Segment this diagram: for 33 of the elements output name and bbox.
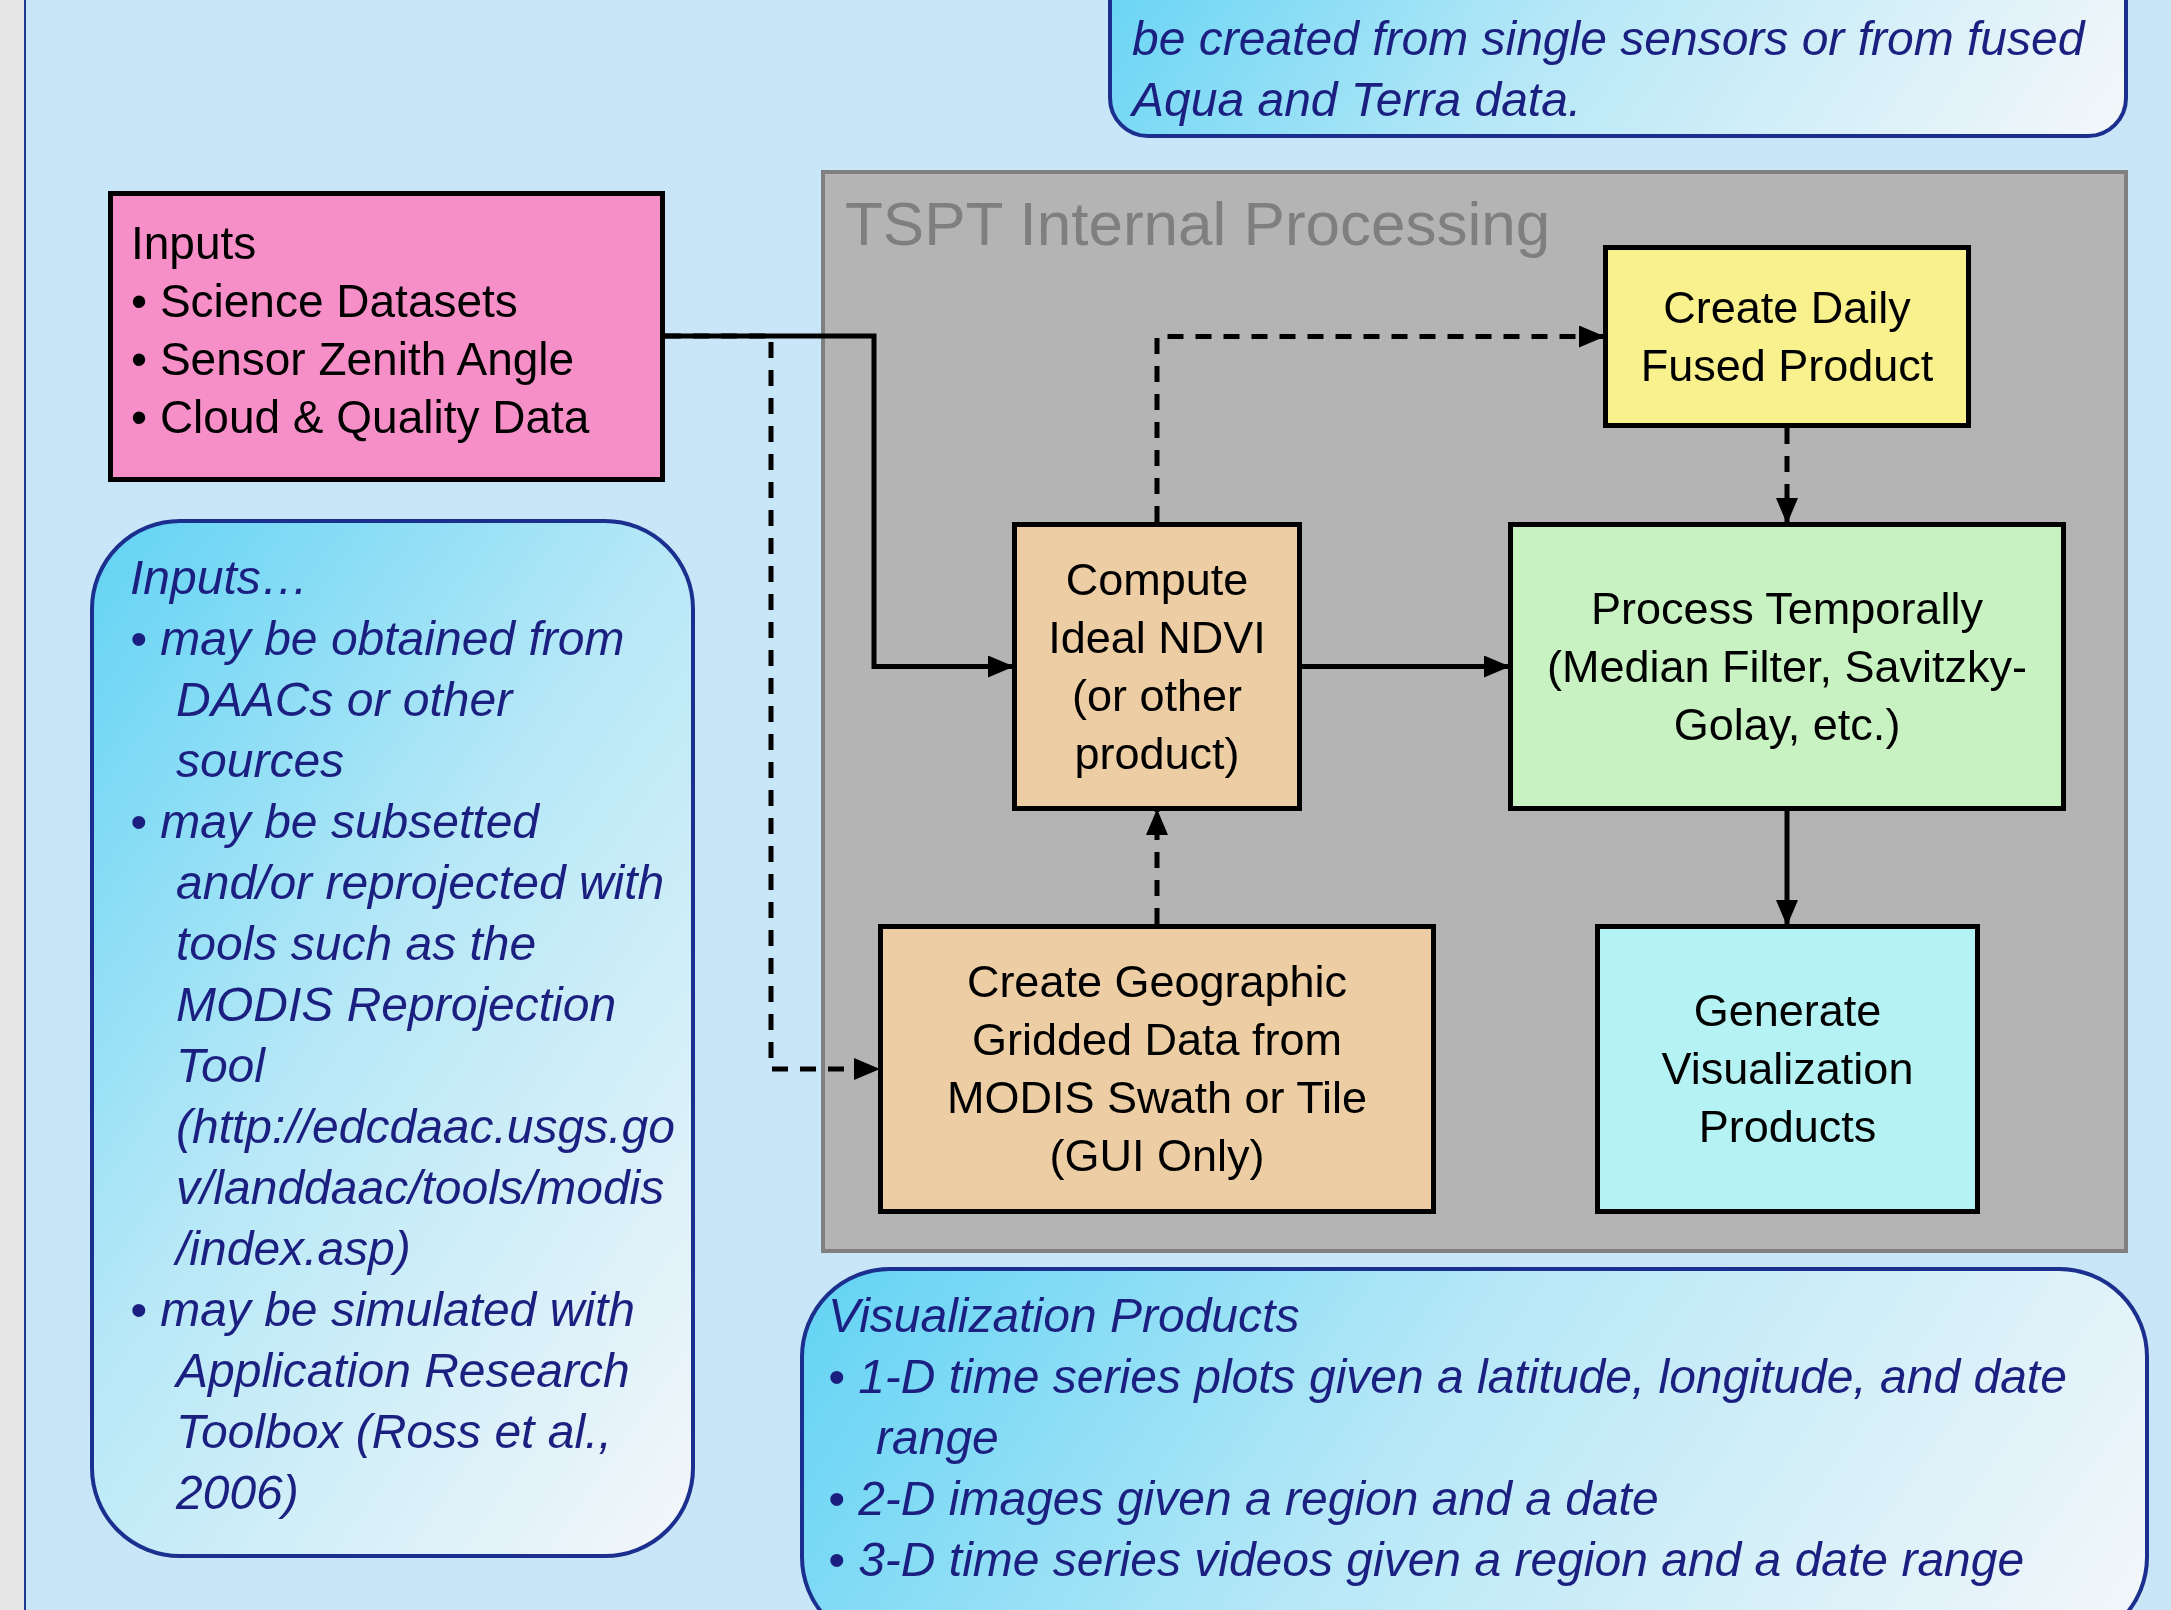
process-box [878, 924, 1436, 1214]
arrow [665, 333, 880, 1080]
box-label: Create Daily Fused Product [1639, 280, 1935, 393]
inputs-box [108, 191, 665, 482]
box-heading: Inputs [131, 216, 258, 271]
arrow [1776, 428, 1798, 524]
list-item: • Sensor Zenith Angle [131, 332, 576, 387]
box-label: Compute Ideal NDVI (or other product) [1047, 552, 1267, 781]
note-text: be created from single sensors or from fused Aqua and Terra data. [1132, 11, 2087, 128]
box-label: Create Geographic Gridded Data from MODIS Swath or Tile (GUI Only) [945, 955, 1369, 1183]
note-callout [90, 519, 695, 1558]
process-box [1508, 522, 2066, 811]
processing-panel [821, 170, 2128, 1253]
list-item: • Science Datasets [131, 274, 519, 329]
box-label: Process Temporally (Median Filter, Savitzky-Golay, etc.) [1545, 581, 2029, 752]
note-heading: Visualization Products [828, 1288, 1301, 1344]
note-item: • 3-D time series videos given a region and a date range [828, 1532, 2026, 1588]
note-item: • 2-D images given a region and a date [828, 1471, 1660, 1527]
arrow [1154, 325, 1605, 522]
arrow [1302, 655, 1510, 678]
process-box [1603, 245, 1971, 428]
note-item: • 1-D time series plots given a latitude, longitude, and date range [828, 1349, 2068, 1466]
note-heading: Inputs… [130, 550, 310, 606]
process-box [1012, 522, 1302, 811]
arrow [1146, 809, 1168, 924]
arrow [1776, 811, 1798, 926]
box-label: Generate Visualization Products [1660, 984, 1915, 1154]
note-item: • may be simulated with Application Research Toolbox (Ross et al., 2006) [130, 1282, 636, 1521]
note-callout [800, 1267, 2149, 1610]
list-item: • Cloud & Quality Data [131, 390, 591, 445]
note-item: • may be subsetted and/or reprojected with tools such as the MODIS Reprojection Tool (http://edcdaac.usgs.gov/landdaac/tools/modis/index.asp) [130, 794, 676, 1277]
process-box [1595, 924, 1980, 1214]
note-item: • may be obtained from DAACs or other sources [130, 611, 626, 789]
